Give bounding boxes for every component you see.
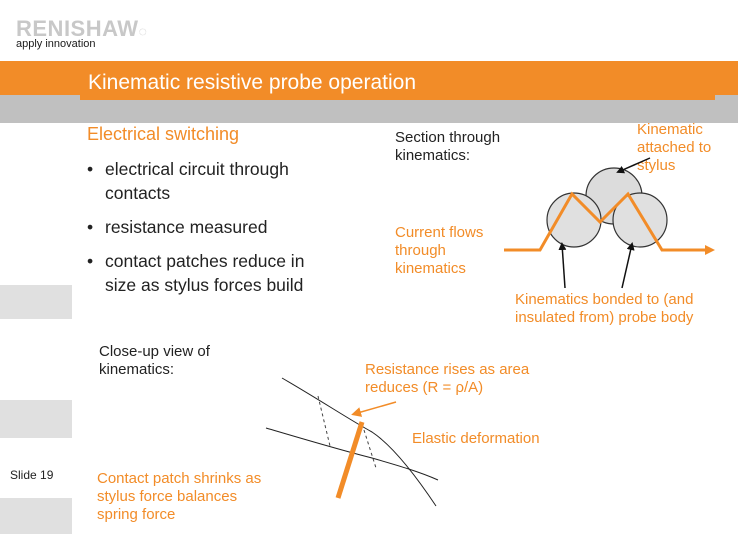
deformation-dash-1 (317, 395, 331, 447)
bonded-pointer-left (558, 242, 567, 289)
logo-text: RENISHAW (16, 16, 139, 41)
resistance-pointer (351, 401, 397, 417)
contact-label-line: spring force (97, 506, 176, 523)
deformation-dash-2 (363, 429, 377, 469)
title-box (80, 66, 715, 100)
bullet-item: • contact patches reduce in size as stylu… (87, 249, 304, 297)
bullet-dot-icon: • (87, 217, 94, 237)
kinematic-label-line: attached to (637, 139, 712, 156)
elastic-label: Elastic deformation (412, 430, 540, 447)
closeup-diagram (265, 377, 439, 507)
kinematic-balls (546, 167, 668, 248)
bullet-dot-icon: • (87, 251, 94, 271)
bonded-label-line: insulated from) probe body (515, 309, 694, 326)
section-label-line: kinematics: (395, 147, 471, 164)
contact-patch-bar (335, 421, 365, 499)
closeup-label: Close-up view of kinematics: (99, 343, 210, 379)
side-block-1 (0, 285, 72, 319)
bullet-item: • electrical circuit through contacts (87, 157, 289, 205)
contact-patch-label: Contact patch shrinks as stylus force ba… (97, 470, 261, 524)
bullet-text: resistance measured (105, 217, 268, 237)
current-label-line: kinematics (395, 260, 466, 277)
kinematic-label-line: Kinematic (637, 121, 703, 138)
current-label-line: Current flows (395, 224, 484, 241)
section-label: Section through kinematics: (395, 129, 500, 165)
closeup-label-line: kinematics: (99, 361, 175, 378)
current-path (504, 191, 715, 255)
company-logo: RENISHAW◌ (16, 18, 147, 40)
bullet-text-cont: size as stylus forces build (105, 275, 304, 295)
side-block-2 (0, 400, 72, 438)
current-flow-label: Current flows through kinematics (395, 224, 483, 278)
section-heading: Electrical switching (87, 124, 240, 144)
side-block-3 (0, 498, 72, 534)
bonded-pointer-right (621, 242, 635, 289)
company-tagline: apply innovation (16, 38, 96, 50)
bullet-item: • resistance measured (87, 215, 267, 239)
resistance-label: Resistance rises as area reduces (R = ρ/… (365, 361, 529, 397)
bullet-dot-icon: • (87, 159, 94, 179)
kinematic-pointer (616, 157, 651, 174)
bullet-text: contact patches reduce in (105, 251, 305, 271)
bullet-text: electrical circuit through (105, 159, 289, 179)
resistance-label-line: reduces (R = ρ/A) (365, 379, 484, 396)
upper-surface (281, 377, 437, 507)
bonded-label: Kinematics bonded to (and insulated from… (515, 291, 693, 327)
contact-label-line: stylus force balances (97, 488, 238, 505)
logo-mark-icon: ◌ (138, 23, 148, 39)
section-label-line: Section through (395, 129, 501, 146)
current-label-line: through (395, 242, 446, 259)
slide-title: Kinematic resistive probe operation (88, 71, 417, 94)
lower-surface (265, 427, 439, 481)
resistance-label-line: Resistance rises as area (365, 361, 530, 378)
slide-number: Slide 19 (10, 468, 54, 482)
kinematic-label-line: stylus (637, 157, 676, 174)
contact-label-line: Contact patch shrinks as (97, 470, 262, 487)
closeup-label-line: Close-up view of (99, 343, 210, 360)
bonded-label-line: Kinematics bonded to (and (515, 291, 694, 308)
kinematic-label: Kinematic attached to stylus (637, 121, 711, 175)
left-ball (546, 192, 602, 248)
bullet-text-cont: contacts (105, 183, 171, 203)
